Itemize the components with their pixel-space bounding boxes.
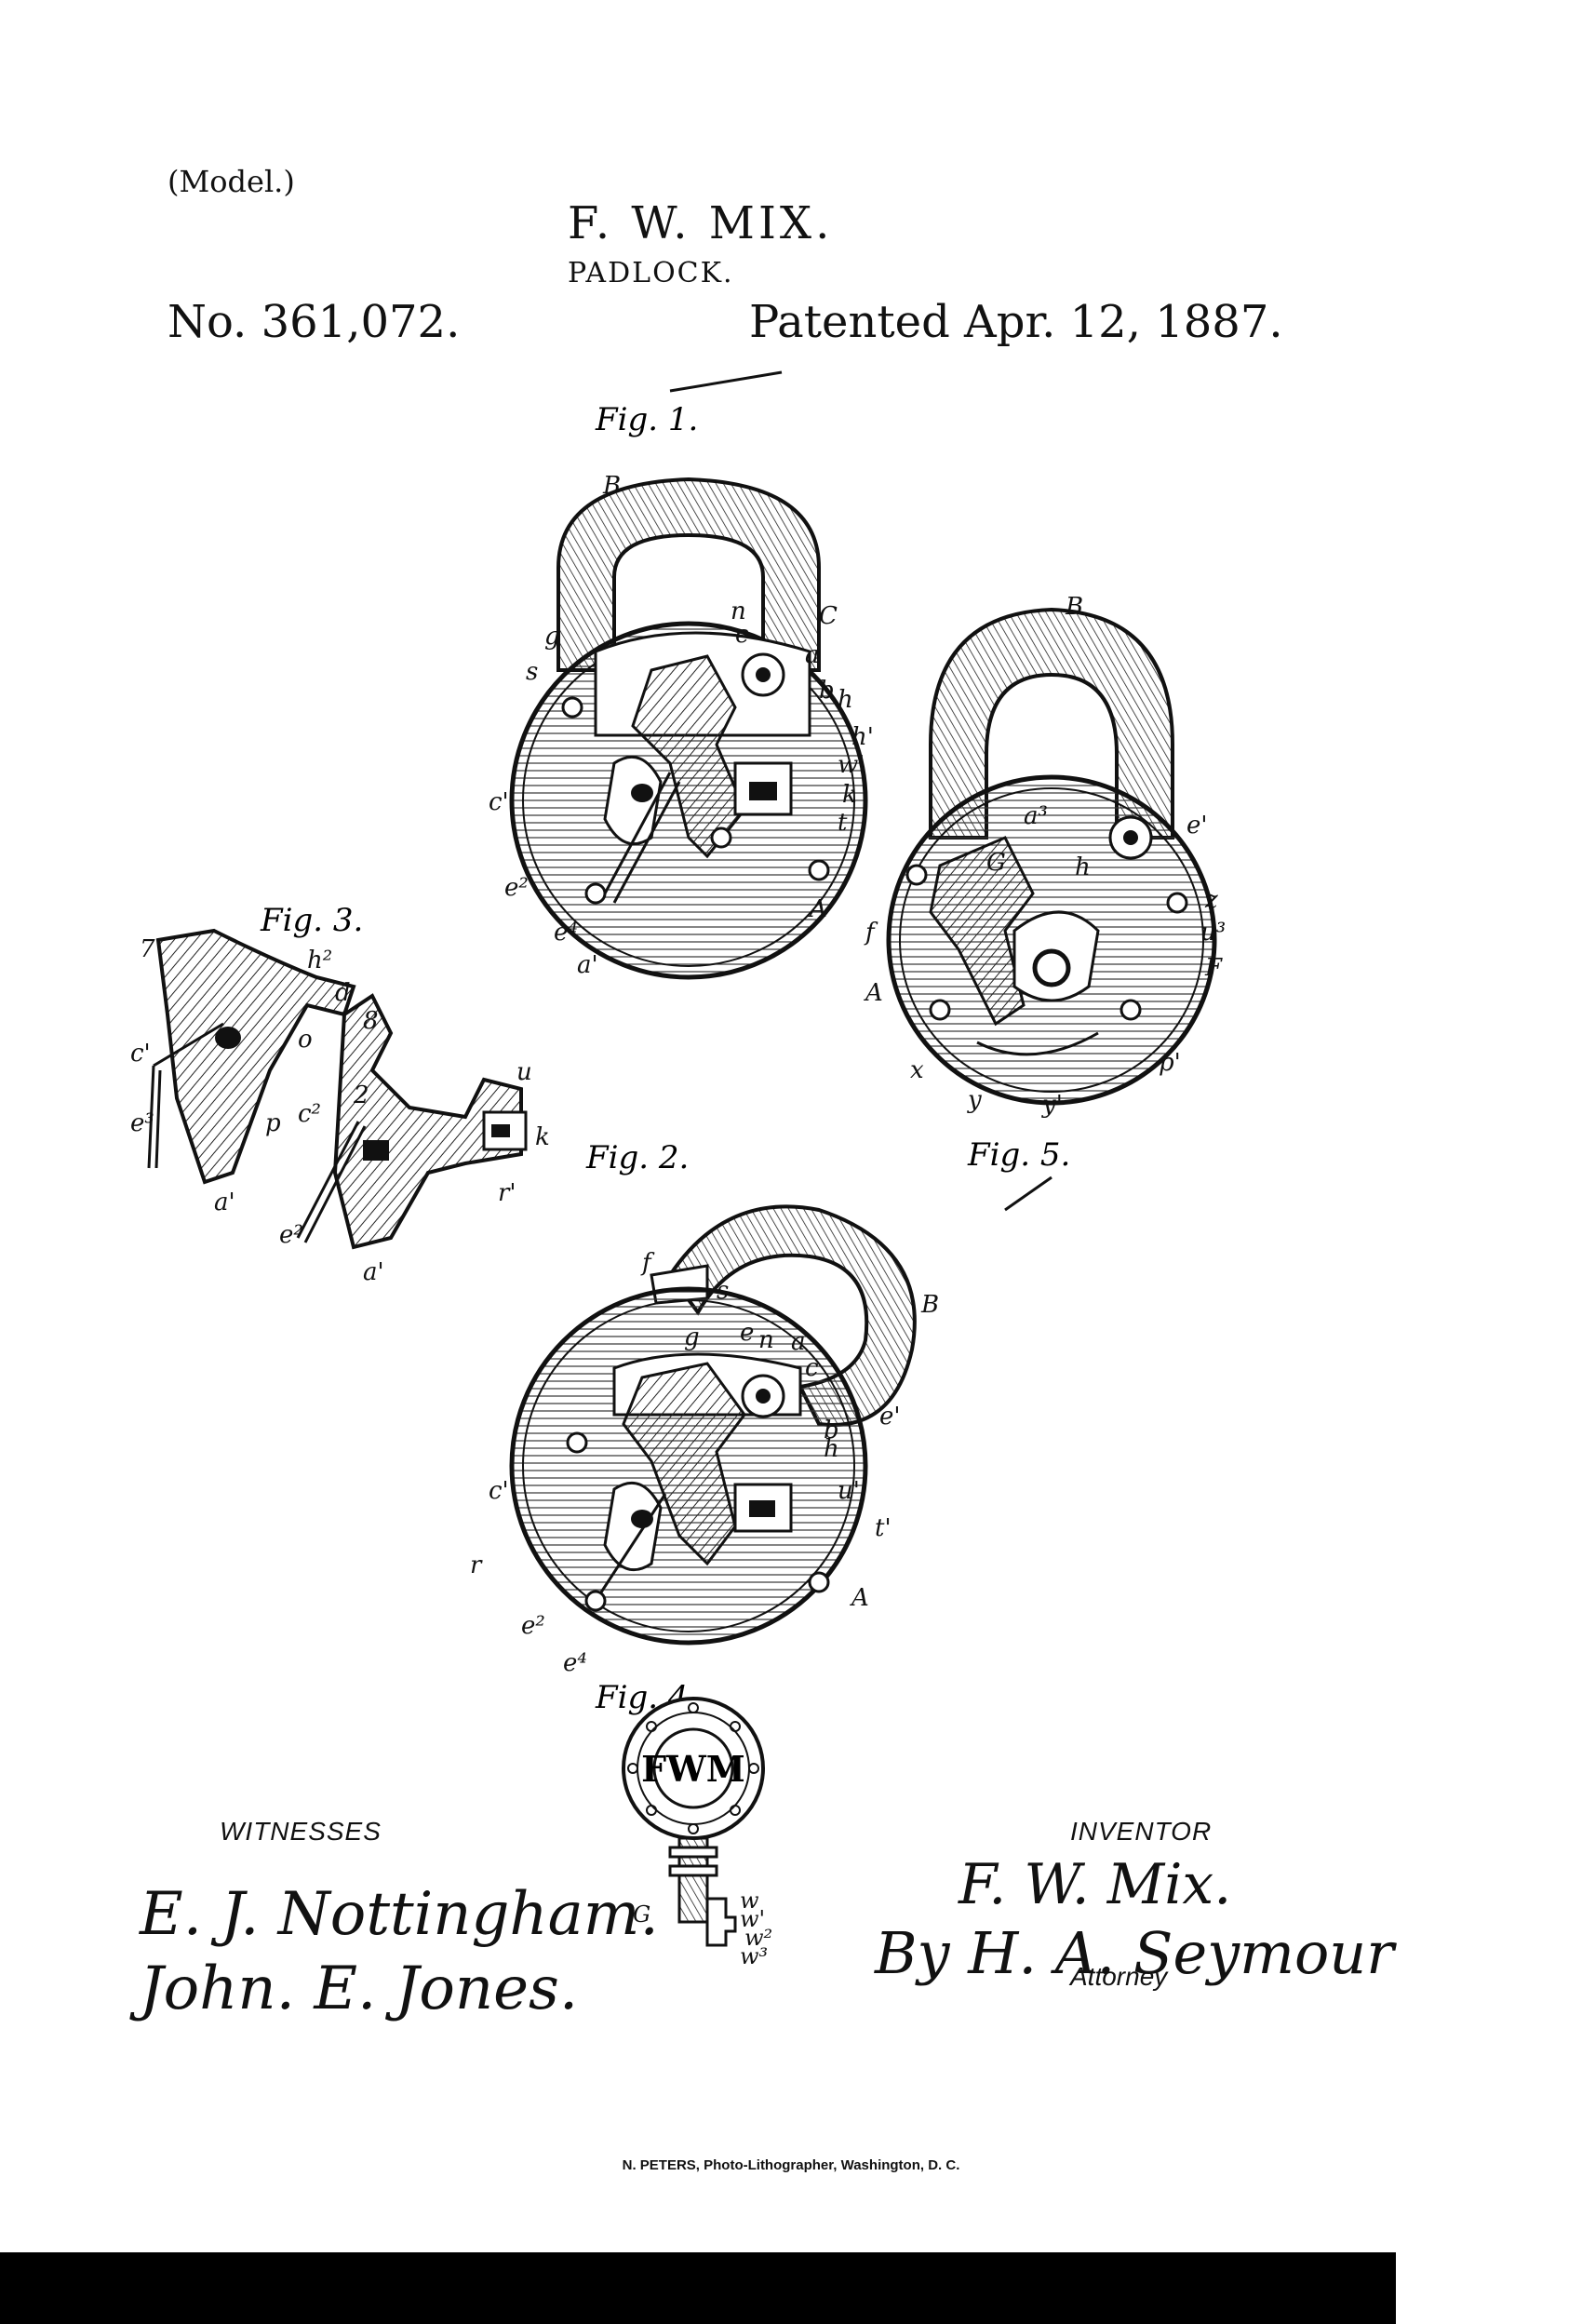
- figure-5: B a³ e' G h z f u³ F A x y y' p' Fig. 5.: [864, 593, 1226, 1212]
- figure-1: Fig. 1. B n C g e a: [489, 370, 874, 980]
- svg-text:B: B: [920, 1291, 939, 1319]
- svg-text:w': w': [740, 1906, 765, 1932]
- svg-text:x: x: [910, 1056, 924, 1084]
- svg-text:a': a': [363, 1258, 384, 1286]
- witness-signature-2: John. E. Jones.: [140, 1955, 579, 2023]
- svg-text:s: s: [526, 658, 538, 686]
- svg-text:A: A: [850, 1584, 869, 1612]
- svg-text:b: b: [819, 677, 835, 705]
- witnesses-label: WITNESSES: [220, 1817, 382, 1846]
- svg-text:u³: u³: [1200, 919, 1226, 947]
- svg-text:7: 7: [140, 935, 155, 963]
- svg-text:w³: w³: [740, 1943, 768, 1969]
- svg-text:s: s: [717, 1277, 729, 1305]
- svg-text:w²: w²: [744, 1925, 772, 1951]
- svg-text:w': w': [838, 751, 865, 779]
- patent-date: Patented Apr. 12, 1887.: [749, 296, 1283, 348]
- svg-text:y: y: [967, 1086, 982, 1114]
- svg-text:h: h: [838, 686, 853, 714]
- svg-text:a: a: [805, 641, 820, 669]
- svg-text:c: c: [805, 1354, 819, 1382]
- inventor-signature: F. W. Mix.: [959, 1852, 1232, 1917]
- svg-text:f: f: [640, 1249, 655, 1277]
- svg-text:k: k: [535, 1123, 550, 1151]
- patent-title: PADLOCK.: [568, 257, 734, 289]
- svg-text:c': c': [130, 1040, 151, 1068]
- svg-text:p: p: [265, 1109, 281, 1137]
- svg-text:a': a': [214, 1189, 235, 1216]
- printer-credit: N. PETERS, Photo-Lithographer, Washingto…: [622, 2157, 960, 2173]
- inventor-name: F. W. MIX.: [568, 197, 834, 249]
- svg-text:e⁴: e⁴: [563, 1649, 587, 1677]
- svg-text:G: G: [986, 849, 1006, 877]
- svg-text:G: G: [633, 1901, 650, 1928]
- svg-text:u: u: [516, 1058, 532, 1086]
- svg-text:e²: e²: [521, 1612, 545, 1640]
- svg-text:f: f: [864, 919, 878, 947]
- svg-text:e²: e²: [504, 874, 529, 902]
- svg-text:e': e': [1186, 812, 1208, 840]
- key-monogram: FWM: [641, 1748, 745, 1790]
- svg-text:e': e': [879, 1403, 901, 1431]
- figure-4: Fig. 4. FWM G w w' w² w³: [595, 1679, 772, 1969]
- attorney-label: Attorney: [1070, 1962, 1168, 1991]
- figure-3: Fig. 3. 7 h² d o c' 8 u e³ p c² 2 k a' r…: [130, 902, 550, 1286]
- svg-text:a³: a³: [1024, 802, 1048, 830]
- witness-signature-1: E. J. Nottingham.: [140, 1880, 659, 1949]
- inventor-label: INVENTOR: [1070, 1817, 1213, 1846]
- svg-text:B: B: [1065, 593, 1083, 621]
- model-note: (Model.): [168, 164, 295, 199]
- svg-text:a: a: [791, 1328, 806, 1356]
- attorney-signature: By H. A. Seymour: [875, 1919, 1394, 1987]
- svg-text:c': c': [489, 1477, 509, 1505]
- svg-text:n: n: [758, 1326, 774, 1354]
- svg-text:h: h: [1075, 853, 1091, 881]
- patent-number: No. 361,072.: [168, 296, 461, 348]
- svg-text:F: F: [1204, 954, 1223, 982]
- svg-text:C: C: [819, 602, 838, 630]
- figure-1-label: Fig. 1.: [595, 401, 698, 438]
- figure-2-label: Fig. 2.: [585, 1139, 689, 1176]
- svg-text:d: d: [335, 979, 351, 1007]
- figure-5-label: Fig. 5.: [967, 1136, 1070, 1174]
- svg-text:e²: e²: [279, 1221, 303, 1249]
- svg-text:2: 2: [353, 1081, 369, 1109]
- figure-2: Fig. 2. f s B g e n a c e' b h c': [470, 1139, 939, 1677]
- svg-text:c²: c²: [298, 1100, 321, 1128]
- svg-text:t': t': [875, 1514, 892, 1542]
- svg-text:b: b: [824, 1417, 839, 1444]
- svg-text:g: g: [684, 1323, 700, 1351]
- svg-text:c': c': [489, 788, 509, 816]
- svg-text:w: w: [740, 1887, 759, 1914]
- svg-text:e⁴: e⁴: [554, 919, 578, 947]
- svg-text:k: k: [842, 781, 857, 809]
- svg-text:h²: h²: [307, 947, 332, 974]
- svg-text:h': h': [851, 723, 874, 751]
- svg-text:z: z: [1204, 886, 1218, 914]
- svg-text:A: A: [808, 895, 827, 923]
- svg-text:e: e: [740, 1319, 754, 1347]
- svg-text:t: t: [838, 809, 848, 837]
- svg-text:e³: e³: [130, 1109, 154, 1137]
- svg-text:h: h: [824, 1435, 839, 1463]
- svg-text:o: o: [298, 1026, 313, 1054]
- svg-text:g: g: [544, 623, 560, 651]
- svg-text:r: r: [470, 1552, 483, 1579]
- scan-border: [0, 2252, 1396, 2324]
- svg-text:n: n: [731, 598, 746, 625]
- svg-text:B: B: [602, 472, 621, 500]
- svg-text:e: e: [735, 621, 749, 649]
- svg-text:8: 8: [363, 1007, 379, 1035]
- svg-text:r': r': [498, 1179, 516, 1207]
- svg-text:y': y': [1041, 1091, 1063, 1119]
- svg-text:A: A: [864, 979, 883, 1007]
- svg-text:a': a': [577, 951, 598, 979]
- svg-text:p': p': [1159, 1049, 1181, 1077]
- figure-3-label: Fig. 3.: [260, 902, 363, 939]
- svg-text:u': u': [838, 1477, 860, 1505]
